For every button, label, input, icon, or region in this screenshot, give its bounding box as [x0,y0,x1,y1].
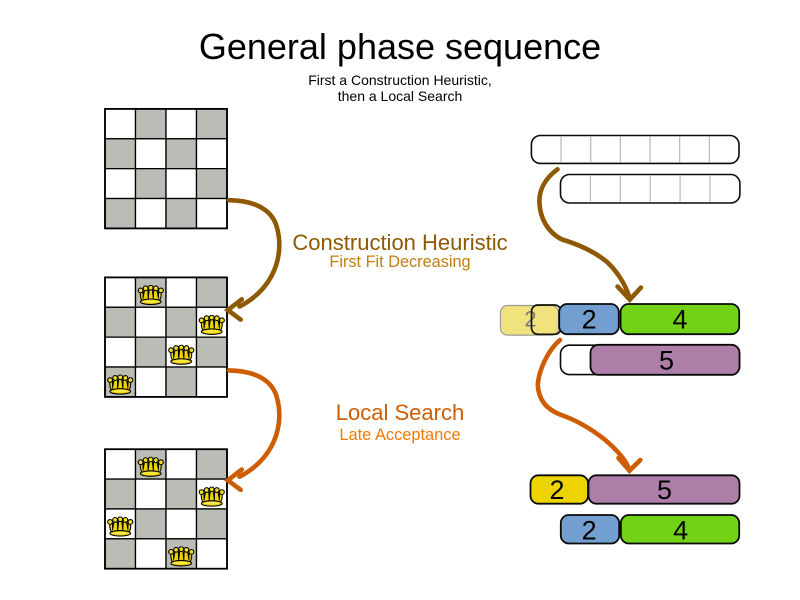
svg-text:4: 4 [673,515,688,545]
svg-text:4: 4 [672,305,687,335]
svg-text:5: 5 [659,345,674,375]
svg-text:2: 2 [582,305,597,335]
svg-text:2: 2 [549,475,564,505]
svg-text:2: 2 [582,515,597,545]
svg-text:5: 5 [657,475,672,505]
svg-text:2: 2 [524,307,536,332]
